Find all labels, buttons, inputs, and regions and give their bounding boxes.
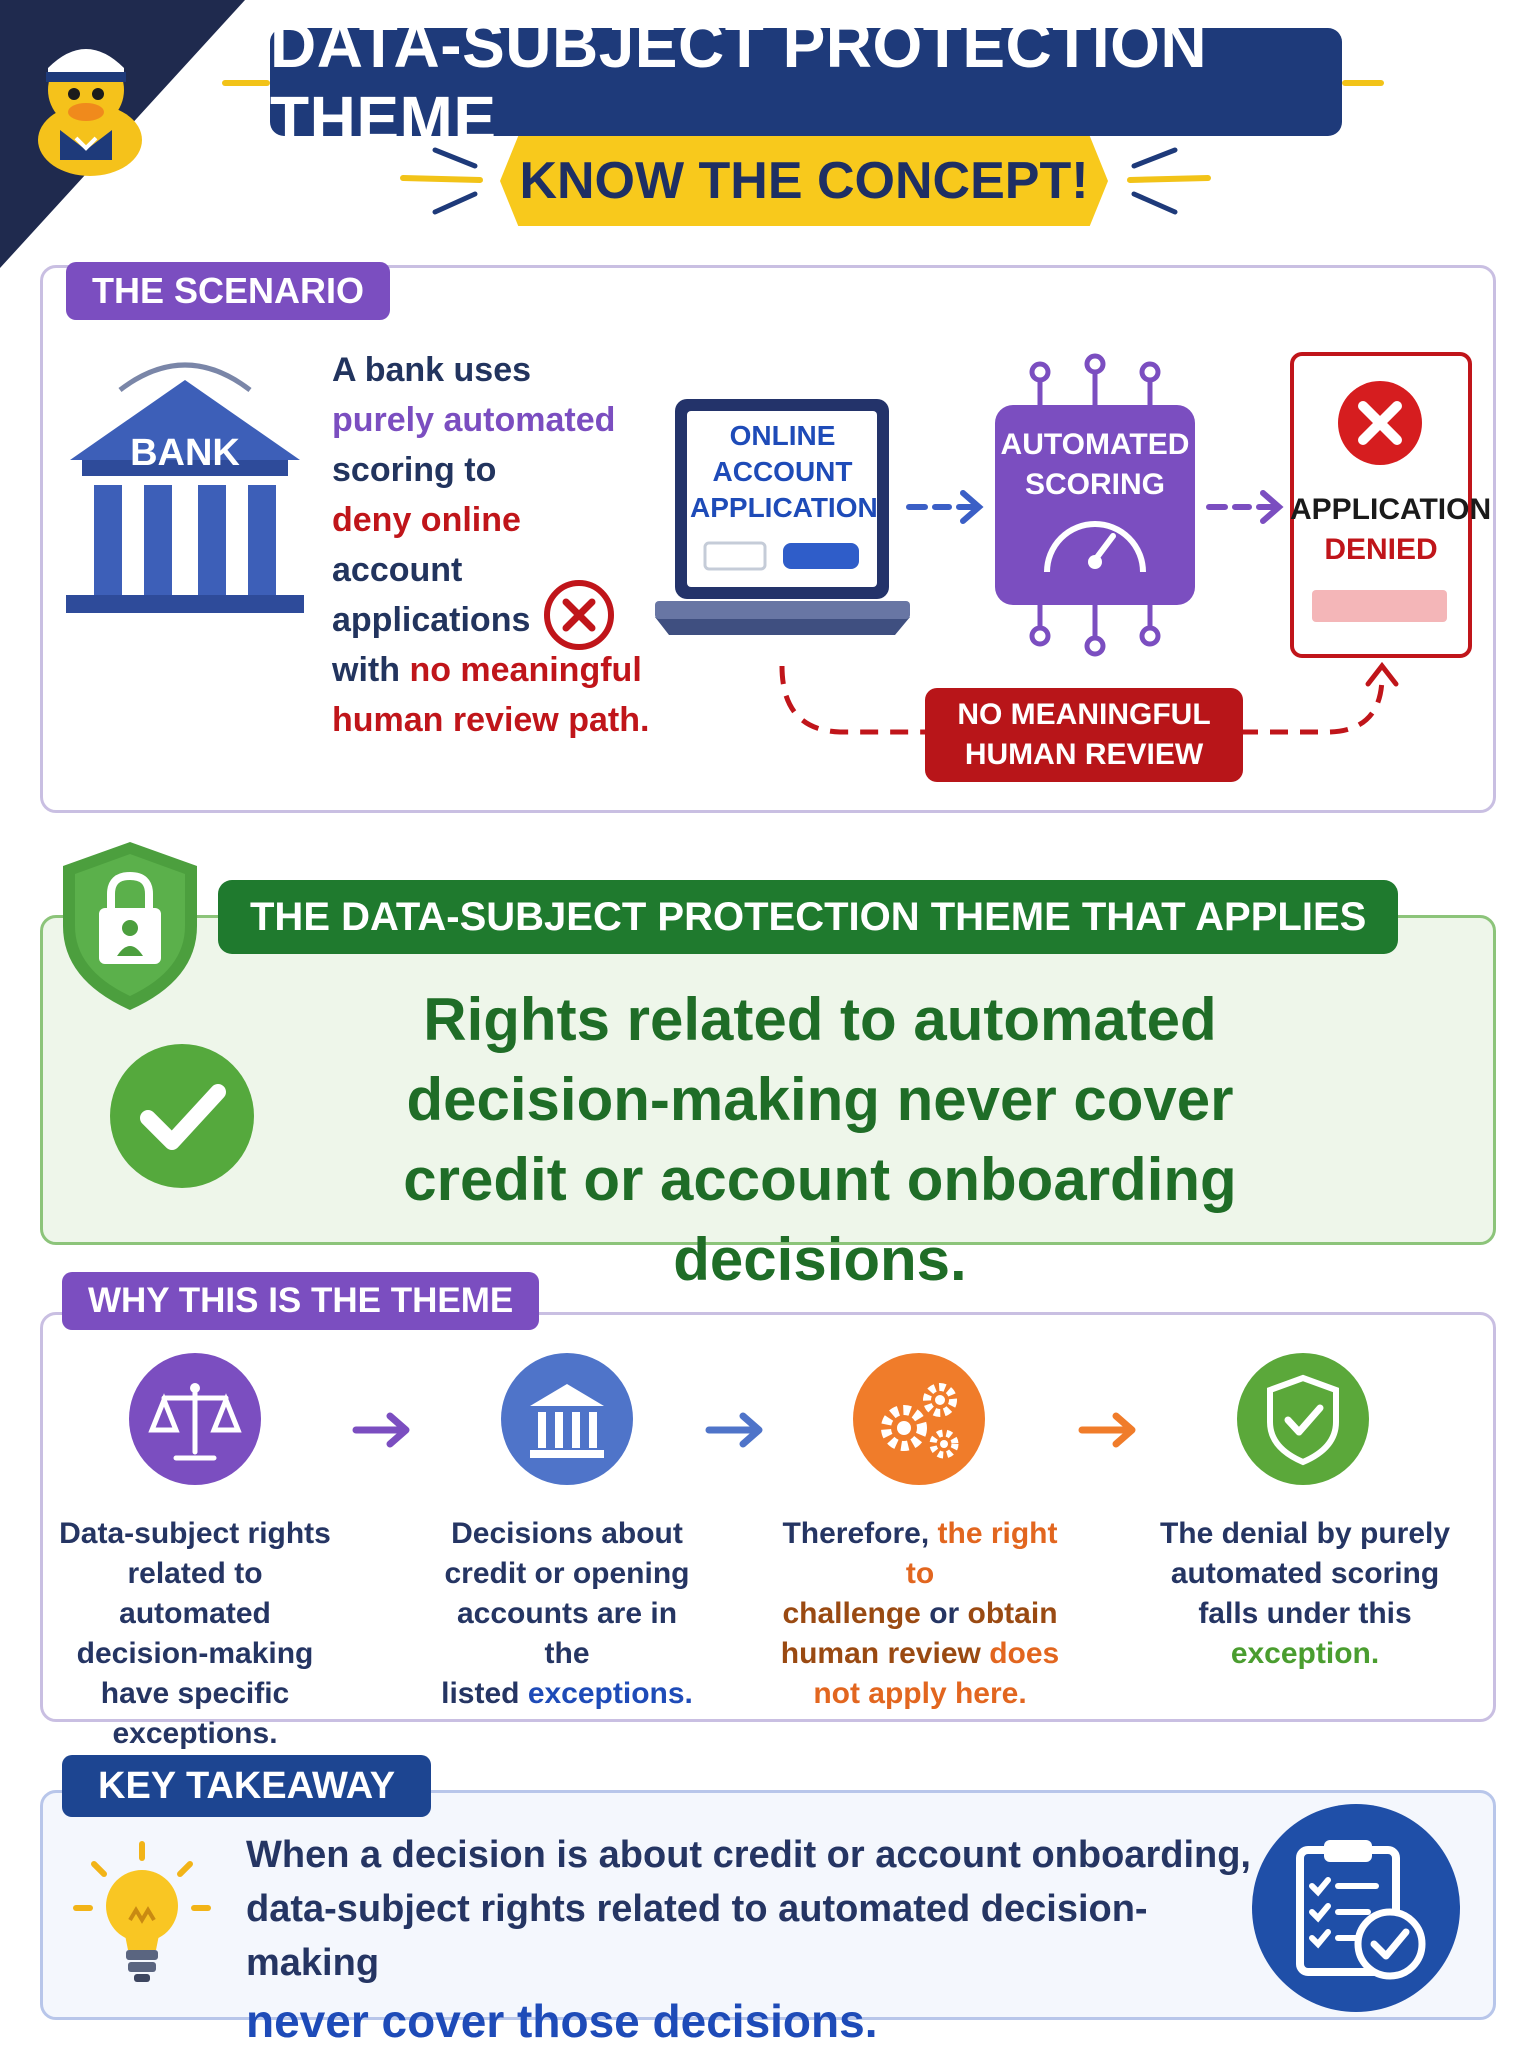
theme-line: credit or account onboarding decisions. (403, 1146, 1237, 1293)
shield-check-icon (1236, 1352, 1370, 1491)
sparkle-right-icon (1120, 140, 1215, 225)
scenario-tag: THE SCENARIO (66, 262, 391, 320)
step-line: Decisions about (451, 1517, 683, 1550)
scenario-line: deny online (332, 501, 521, 539)
flow-arrow-icon (1205, 487, 1285, 532)
chip-icon (985, 350, 1205, 660)
scenario-line: applications (332, 601, 531, 639)
scenario-line: purely automated (332, 401, 616, 439)
step-line: exception. (1230, 1637, 1380, 1670)
step-line: human review does (770, 1634, 1070, 1674)
step-arrow-icon (352, 1410, 412, 1455)
denied-bar (1312, 590, 1447, 622)
no-review-badge: NO MEANINGFUL HUMAN REVIEW PATH (925, 688, 1243, 811)
takeaway-line: data-subject rights related to automated… (246, 1888, 1148, 1984)
step-line: accounts are in the (456, 1597, 678, 1670)
why-tag: WHY THIS IS THE THEME (62, 1272, 540, 1330)
page-subtitle: KNOW THE CONCEPT! (500, 136, 1108, 226)
scenario-line: with no meaningful (332, 645, 672, 695)
denied-x-icon (1335, 378, 1425, 473)
check-circle-icon (108, 1042, 256, 1195)
step-word: challenge (782, 1597, 930, 1630)
takeaway-line: When a decision is about credit or accou… (246, 1834, 1251, 1876)
laptop-label-line: ONLINE (729, 420, 836, 451)
clipboard-check-icon (1250, 1802, 1462, 2019)
flow-arrow-icon (905, 487, 985, 532)
takeaway-text: When a decision is about credit or accou… (246, 1828, 1266, 2048)
step-text: Therefore, the right to challenge or obt… (770, 1514, 1070, 1714)
denied-label: APPLICATION DENIED (1290, 490, 1492, 570)
scoring-label-line: SCORING (1024, 468, 1165, 501)
gears-icon (852, 1352, 986, 1491)
scales-icon (128, 1352, 262, 1491)
denied-label-line: DENIED (1324, 533, 1438, 566)
scenario-line: account (332, 551, 463, 589)
theme-section (40, 915, 1496, 1245)
denied-label-line: APPLICATION (1290, 493, 1492, 526)
takeaway-line: never cover those decisions. (246, 1995, 878, 2047)
theme-line: Rights related to automated (423, 986, 1217, 1053)
bank-label: BANK (130, 432, 240, 474)
laptop-label-line: ACCOUNT (712, 456, 853, 487)
step-word: listed (441, 1677, 528, 1710)
scoring-label: AUTOMATED SCORING (995, 425, 1195, 505)
step-word: the right to (905, 1517, 1058, 1590)
lightbulb-icon (72, 1840, 212, 1995)
bank-building-icon (60, 350, 310, 630)
review-path-line (770, 660, 1410, 775)
step-line: challenge or obtain (770, 1594, 1070, 1634)
step-arrow-icon (705, 1410, 765, 1455)
step-line: related to automated (119, 1557, 271, 1630)
scenario-line: A bank uses (332, 351, 532, 389)
duck-mascot-icon (20, 20, 160, 180)
title-right-line (1342, 80, 1384, 86)
no-review-line: NO MEANINGFUL (957, 698, 1211, 731)
step-text: Data-subject rights related to automated… (55, 1514, 335, 1754)
laptop-icon (655, 395, 910, 650)
theme-line: decision-making never cover (406, 1066, 1234, 1133)
step-line: listed exceptions. (432, 1674, 702, 1714)
laptop-label: ONLINE ACCOUNT APPLICATION (690, 418, 878, 526)
scenario-word: no meaningful (409, 651, 642, 689)
step-line: exceptions. (112, 1717, 278, 1750)
scenario-line: human review path. (332, 701, 650, 739)
step-word: human review (780, 1637, 990, 1670)
step-word: obtain (967, 1597, 1058, 1630)
step-line: credit or opening (444, 1557, 690, 1590)
takeaway-tag: KEY TAKEAWAY (62, 1755, 432, 1817)
no-review-line: HUMAN REVIEW PATH (964, 738, 1204, 811)
step-line: falls under this (1198, 1597, 1412, 1630)
step-arrow-icon (1078, 1410, 1138, 1455)
shield-lock-icon (55, 838, 205, 1018)
sparkle-left-icon (395, 140, 490, 225)
step-word: Therefore, (782, 1517, 938, 1550)
step-line: automated scoring (1170, 1557, 1440, 1590)
step-line: have specific (100, 1677, 290, 1710)
step-text: The denial by purely automated scoring f… (1155, 1514, 1455, 1674)
step-word: does (989, 1637, 1060, 1670)
scoring-label-line: AUTOMATED (1000, 428, 1190, 461)
step-line: Therefore, the right to (770, 1514, 1070, 1594)
scenario-line: scoring to (332, 451, 497, 489)
step-text: Decisions about credit or opening accoun… (432, 1514, 702, 1714)
bank-icon (500, 1352, 634, 1491)
page-title: DATA-SUBJECT PROTECTION THEME (270, 9, 1342, 155)
theme-statement: Rights related to automated decision-mak… (260, 980, 1380, 1300)
step-word: exceptions. (527, 1677, 693, 1710)
deny-x-icon (542, 578, 616, 657)
scenario-description: A bank uses purely automated scoring to … (332, 345, 672, 745)
title-left-line (222, 80, 270, 86)
theme-tag: THE DATA-SUBJECT PROTECTION THEME THAT A… (218, 880, 1399, 954)
step-line: decision-making (76, 1637, 314, 1670)
step-word: or (929, 1597, 968, 1630)
step-line: The denial by purely (1159, 1517, 1451, 1550)
laptop-label-line: APPLICATION (690, 492, 878, 523)
scenario-word: with (332, 651, 400, 689)
step-line: not apply here. (813, 1677, 1027, 1710)
step-line: Data-subject rights (59, 1517, 331, 1550)
